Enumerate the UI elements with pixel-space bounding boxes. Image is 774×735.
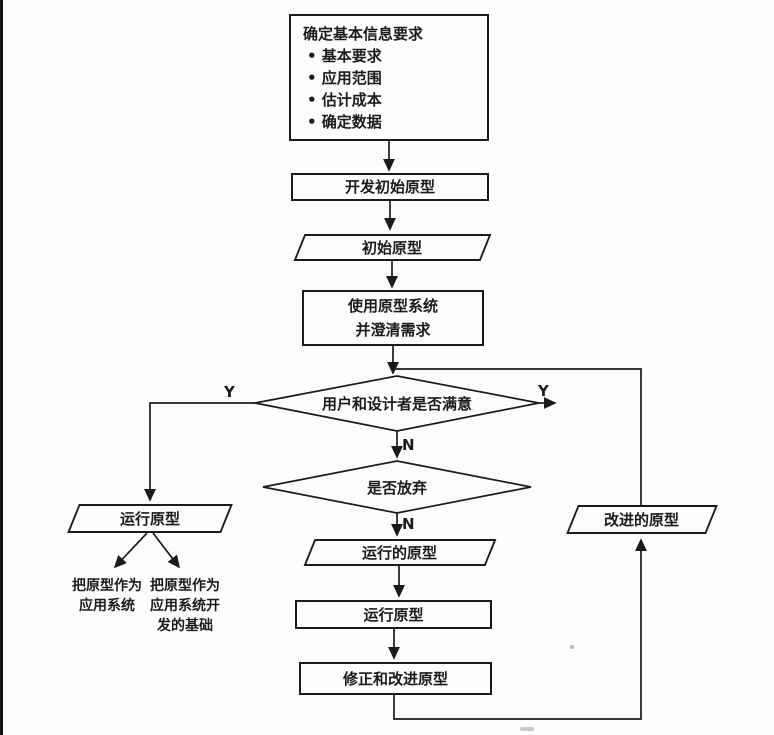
decision-abandon-diamond	[262, 460, 532, 514]
revise-improve-box: 修正和改进原型	[299, 662, 492, 695]
scan-edge-line	[0, 0, 3, 735]
outcome-right-line3: 发的基础	[157, 618, 213, 634]
outcome-left-line1: 把原型作为	[72, 578, 142, 594]
develop-initial-prototype-box: 开发初始原型	[291, 173, 489, 201]
feedback-line-top	[393, 368, 642, 505]
run-prototype-label: 运行原型	[363, 605, 424, 624]
yes-left-branch-line	[144, 402, 256, 502]
run-prototype-box: 运行原型	[295, 600, 492, 629]
feedback-line-bottom	[393, 538, 647, 720]
run-prototype-left-label: 运行原型	[119, 510, 180, 528]
yes-left-label: Y	[224, 383, 235, 401]
running-prototype-parallelogram: 运行的原型	[303, 539, 497, 566]
improved-prototype-parallelogram: 改进的原型	[566, 505, 718, 534]
outcome-right-text: 把原型作为 应用系统开 发的基础	[137, 576, 233, 636]
info-requirements-title: 确定基本信息要求	[303, 25, 424, 43]
outcome-left-text: 把原型作为 应用系统	[57, 576, 157, 616]
revise-improve-label: 修正和改进原型	[342, 669, 448, 688]
yes-right-label: Y	[538, 382, 549, 400]
develop-initial-prototype-label: 开发初始原型	[344, 178, 435, 196]
use-prototype-box: 使用原型系统 并澄清需求	[302, 290, 484, 346]
decision-abandon-label: 是否放弃	[366, 479, 427, 497]
bullet-item-basic: • 基本要求	[307, 47, 382, 65]
outcome-right-line1: 把原型作为	[150, 578, 220, 594]
use-prototype-line2: 并澄清需求	[355, 321, 431, 339]
improved-prototype-label: 改进的原型	[604, 511, 680, 529]
arrow-outcome-right	[152, 532, 181, 569]
bullet-item-cost: • 估计成本	[307, 91, 382, 109]
no-satisfied-label: N	[402, 436, 415, 454]
run-prototype-left-parallelogram: 运行原型	[67, 504, 233, 533]
bullet-item-scope: • 应用范围	[307, 69, 382, 87]
scan-artifact-smudge	[520, 727, 534, 731]
arrow-outcome-left	[113, 532, 148, 569]
no-abandon-label: N	[402, 515, 415, 533]
connectors	[113, 141, 647, 720]
running-prototype-label: 运行的原型	[362, 544, 438, 562]
info-requirements-box: 确定基本信息要求 • 基本要求 • 应用范围 • 估计成本 • 确定数据	[289, 14, 489, 141]
decision-satisfied-label: 用户和设计者是否满意	[321, 395, 472, 413]
bullet-item-data: • 确定数据	[307, 113, 382, 131]
initial-prototype-parallelogram: 初始原型	[293, 234, 492, 261]
outcome-right-line2: 应用系统开	[150, 598, 220, 614]
decision-satisfied-diamond	[254, 375, 540, 432]
outcome-left-line2: 应用系统	[79, 598, 135, 614]
initial-prototype-label: 初始原型	[362, 239, 423, 257]
scan-artifact-dot	[570, 645, 574, 649]
use-prototype-line1: 使用原型系统	[347, 297, 438, 315]
